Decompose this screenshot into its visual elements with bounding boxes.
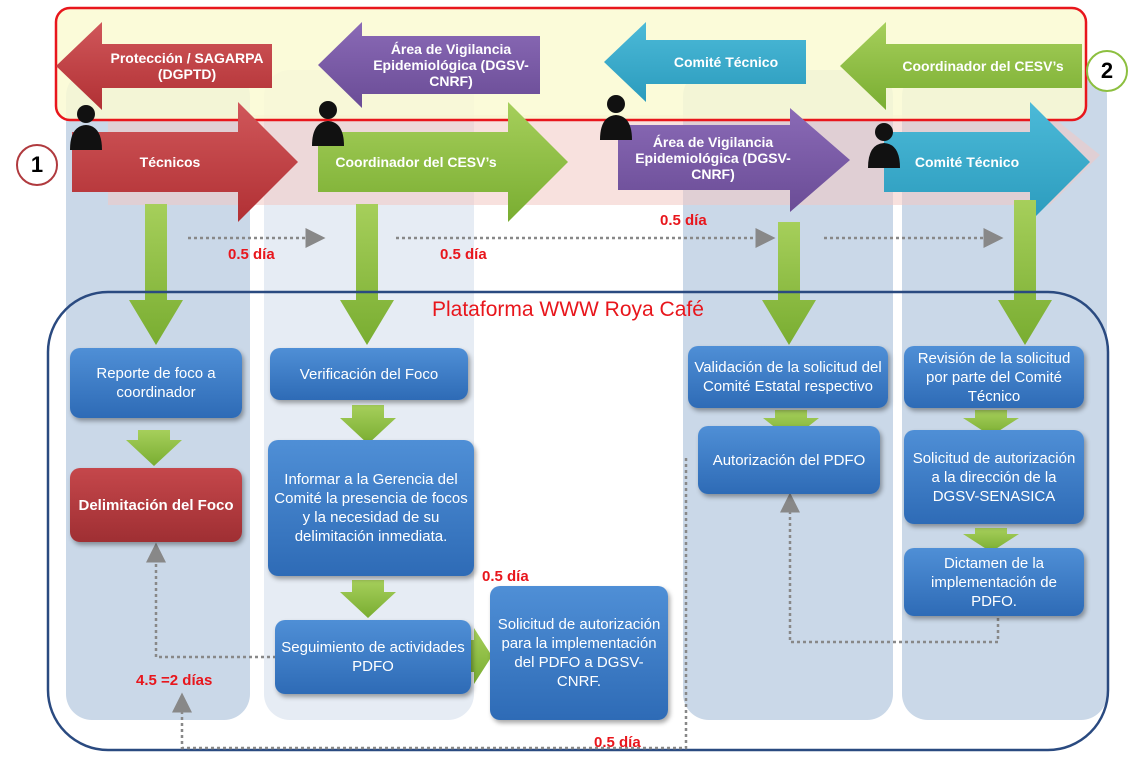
actor-arrow-coordinador (318, 102, 568, 222)
top-arrow-area-vigilancia (318, 22, 540, 108)
actor-arrow-area-vigilancia-label: Área de Vigilancia Epidemiológica (DGSV-… (635, 133, 791, 182)
time-label-t2: 0.5 día (440, 246, 487, 263)
person-icon-area-vigilancia (600, 95, 632, 140)
time-label-t1: 0.5 día (228, 246, 275, 263)
small-arrow-informar-seguimiento (340, 580, 396, 618)
step-marker-2: 2 (1086, 50, 1128, 92)
top-arrow-proteccion-label: Protección / SAGARPA (DGPTD) (110, 50, 264, 82)
box-seguimiento-pdfo: Seguimiento de actividades PDFO (275, 620, 471, 694)
small-arrow-validacion-autorizacion (763, 410, 819, 440)
box-informar-gerencia: Informar a la Gerencia del Comité la pre… (268, 440, 474, 576)
top-arrow-coordinador-label: Coordinador del CESV’s (902, 58, 1064, 74)
box-solicitud-direccion: Solicitud de autorización a la dirección… (904, 430, 1084, 524)
top-arrow-proteccion (56, 22, 272, 110)
actor-arrow-tecnicos (72, 102, 298, 222)
box-solicitud-autorizacion: Solicitud de autorización para la implem… (490, 586, 668, 720)
down-arrow-tecnicos (129, 204, 183, 345)
dotted-connector-solicitud-tecnicos (172, 458, 688, 750)
time-label-t6: 0.5 día (594, 734, 641, 751)
platform-frame (46, 290, 1110, 752)
box-revision-solicitud: Revisión de la solicitud por parte del C… (904, 346, 1084, 408)
time-label-t4: 0.5 día (482, 568, 529, 585)
top-arrow-coordinador (840, 22, 1082, 110)
box-validacion-solicitud: Validación de la solicitud del Comité Es… (688, 346, 888, 408)
actor-arrow-tecnicos-label: Técnicos (139, 154, 201, 170)
small-arrow-reporte-delimitacion (126, 430, 182, 466)
dotted-connector-dictamen-autorizacion (780, 492, 1000, 644)
dotted-connector-seguimiento-delimitacion (146, 542, 276, 659)
time-label-t3: 0.5 día (660, 212, 707, 229)
time-label-t5: 4.5 =2 días (136, 672, 213, 689)
actor-arrow-comite-label: Comité Técnico (914, 154, 1020, 170)
actor-arrow-area-vigilancia (618, 108, 850, 212)
top-arrow-comite (604, 22, 806, 102)
person-icon-comite (868, 123, 900, 168)
box-delimitacion-foco: Delimitación del Foco (70, 468, 242, 542)
small-arrow-revision-solicitud (963, 410, 1019, 436)
person-icon-tecnicos (70, 105, 102, 150)
person-icon-coordinador (312, 101, 344, 146)
box-reporte-foco: Reporte de foco a coordinador (70, 348, 242, 418)
box-verificacion-foco: Verificación del Foco (270, 348, 468, 400)
down-arrow-comite (998, 200, 1052, 345)
box-dictamen: Dictamen de la implementación de PDFO. (904, 548, 1084, 616)
actor-arrow-comite (884, 102, 1090, 222)
small-arrow-verificacion-informar (340, 405, 396, 444)
small-arrow-solicitud-dictamen (963, 528, 1019, 552)
top-arrow-area-vigilancia-label: Área de Vigilancia Epidemiológica (DGSV-… (373, 41, 529, 89)
box-autorizacion-pdfo: Autorización del PDFO (698, 426, 880, 494)
step-marker-1: 1 (16, 144, 58, 186)
platform-title: Plataforma WWW Roya Café (432, 298, 704, 321)
top-arrow-comite-label: Comité Técnico (673, 54, 779, 70)
actor-arrow-coordinador-label: Coordinador del CESV’s (335, 154, 497, 170)
down-arrow-coordinador (340, 204, 394, 345)
down-arrow-area-vigilancia (762, 222, 816, 345)
